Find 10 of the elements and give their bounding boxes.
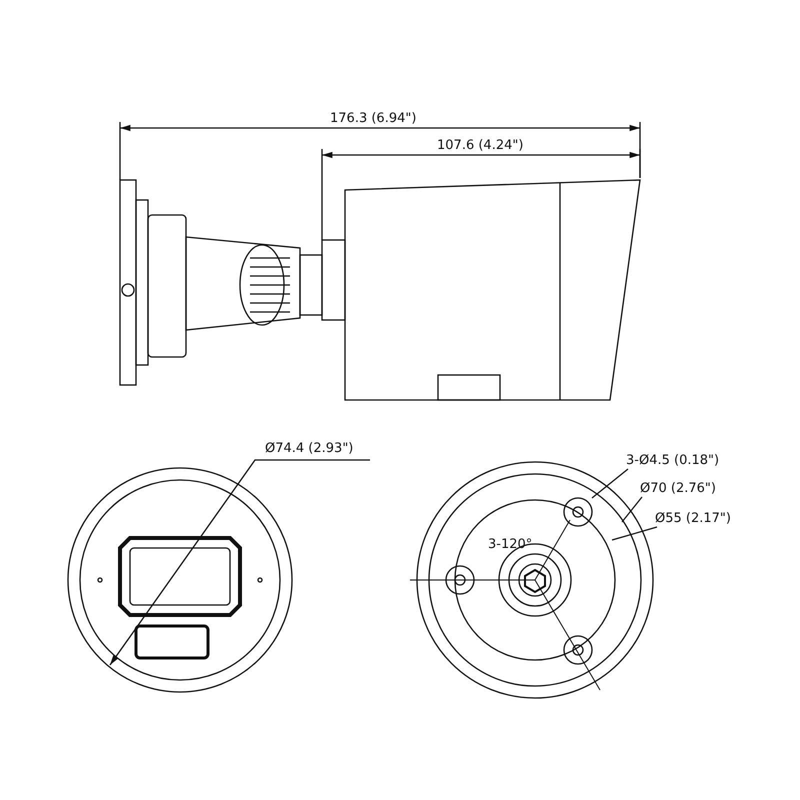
dimension-text: 107.6 (4.24") bbox=[437, 138, 524, 154]
leader-line bbox=[622, 496, 642, 522]
dimension-text: 3-Ø4.5 (0.18") bbox=[626, 453, 720, 469]
dimension-text: 176.3 (6.94") bbox=[330, 111, 416, 127]
dimension-text: Ø74.4 (2.93") bbox=[265, 441, 354, 457]
dimension-text: Ø70 (2.76") bbox=[640, 481, 716, 497]
leader-line bbox=[592, 468, 628, 498]
dimension-text: 3-120° bbox=[488, 537, 532, 553]
leader-line bbox=[612, 526, 658, 541]
dimension-text: Ø55 (2.17") bbox=[655, 511, 731, 527]
